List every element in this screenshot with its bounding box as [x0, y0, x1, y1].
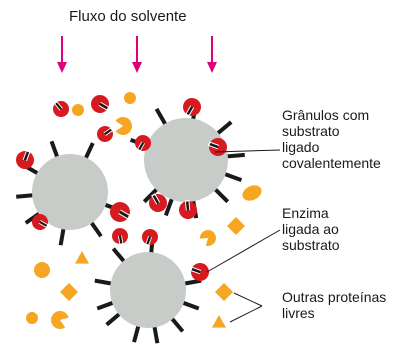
- callout-leader-line-2: [206, 229, 281, 273]
- substrate-spike: [96, 300, 115, 311]
- enzyme-14: [32, 214, 49, 230]
- substrate-spike: [222, 171, 243, 183]
- bead-body: [110, 252, 186, 328]
- enzyme-bound-substrate: [138, 142, 145, 151]
- substrate-spike: [105, 311, 122, 327]
- substrate-spike: [142, 186, 160, 204]
- free-protein-ellipse: [242, 185, 262, 201]
- beads-callout-line-1: Grânulos com: [282, 107, 370, 123]
- solvent-flow-arrow-2: [132, 36, 142, 73]
- substrate-spike: [215, 120, 233, 136]
- substrate-spike: [181, 300, 200, 311]
- free-protein-circle: [124, 92, 136, 104]
- enzyme-bound-substrate: [186, 105, 194, 116]
- arrow-head: [57, 62, 67, 73]
- beads-callout-line-3: ligado: [282, 139, 320, 155]
- substrate-spike: [94, 278, 113, 286]
- substrate-spike: [212, 186, 230, 204]
- substrate-spike: [89, 220, 103, 238]
- enzyme-bound-substrate: [191, 267, 201, 274]
- substrate-bead-3: [94, 236, 202, 344]
- beads-callout-line-2: substrato: [282, 123, 340, 139]
- substrate-spike: [154, 107, 168, 127]
- arrow-head: [132, 62, 142, 73]
- free-proteins-callout-line-2: livres: [282, 305, 315, 321]
- arrow-head: [207, 62, 217, 73]
- free-protein-pac: [115, 117, 133, 136]
- substrate-spike: [132, 324, 141, 343]
- free-protein-pac: [200, 230, 216, 246]
- enzyme-10: [142, 229, 158, 246]
- free-protein-diamond: [60, 283, 78, 301]
- enzyme-bound-substrate: [152, 194, 160, 205]
- callout-leader-line-3: [233, 292, 263, 307]
- enzyme-bound-substrate: [118, 235, 123, 244]
- enzyme-bound-substrate: [39, 220, 48, 227]
- free-protein-circle: [34, 262, 50, 278]
- substrate-spike: [16, 193, 35, 199]
- beads-callout-line-4: covalentemente: [282, 155, 381, 171]
- substrate-spike: [152, 325, 160, 344]
- solvent-flow-arrow-1: [57, 36, 67, 73]
- free-protein-diamond: [215, 283, 233, 301]
- substrate-spike: [163, 196, 175, 217]
- enzyme-callout-label: Enzima ligada ao substrato: [282, 205, 340, 253]
- enzyme-12: [179, 199, 197, 219]
- enzyme-bound-substrate: [185, 201, 190, 211]
- substrate-spike: [83, 142, 95, 161]
- enzyme-callout-line-1: Enzima: [282, 205, 329, 221]
- enzyme-5: [183, 98, 201, 117]
- bead-body: [32, 154, 108, 230]
- free-proteins-callout-label: Outras proteínas livres: [282, 289, 386, 321]
- enzyme-bound-substrate: [209, 142, 219, 149]
- enzyme-callout-line-2: ligada ao: [282, 221, 339, 237]
- solvent-flow-arrow-3: [207, 36, 217, 73]
- substrate-spike: [169, 316, 185, 333]
- bead-body: [144, 118, 228, 202]
- substrate-spike: [111, 247, 127, 264]
- free-proteins-callout-line-1: Outras proteínas: [282, 289, 387, 305]
- callout-leader-line-4: [229, 305, 263, 323]
- substrate-spike: [49, 140, 60, 159]
- free-protein-triangle: [75, 251, 89, 264]
- enzyme-bound-substrate: [146, 236, 152, 245]
- substrate-spike: [225, 152, 245, 159]
- enzyme-bound-substrate: [23, 151, 30, 161]
- substrate-spike: [58, 227, 66, 246]
- substrate-bead-2: [129, 101, 245, 219]
- free-protein-triangle: [212, 315, 226, 328]
- enzyme-bound-substrate: [98, 102, 109, 110]
- enzyme-4: [97, 126, 114, 142]
- enzyme-6: [135, 135, 151, 152]
- substrate-spike: [183, 278, 202, 286]
- enzyme-3: [91, 95, 110, 113]
- free-protein-diamond: [227, 217, 245, 235]
- enzyme-bound-substrate: [104, 128, 112, 136]
- free-protein-circle: [26, 312, 38, 324]
- free-protein-pac: [50, 311, 69, 330]
- beads-callout-label: Grânulos com substrato ligado covalentem…: [282, 107, 381, 171]
- enzyme-1: [16, 149, 34, 169]
- enzyme-13: [189, 263, 209, 281]
- enzyme-2: [53, 100, 69, 117]
- enzyme-11: [149, 193, 167, 212]
- enzyme-callout-line-3: substrato: [282, 237, 340, 253]
- solvent-flow-label: Fluxo do solvente: [69, 8, 187, 25]
- enzyme-bound-substrate: [55, 102, 63, 111]
- free-protein-circle: [72, 104, 84, 116]
- callout-leader-line-1: [214, 149, 281, 153]
- enzyme-9: [112, 228, 128, 246]
- enzyme-8: [110, 202, 131, 222]
- enzyme-bound-substrate: [118, 210, 129, 218]
